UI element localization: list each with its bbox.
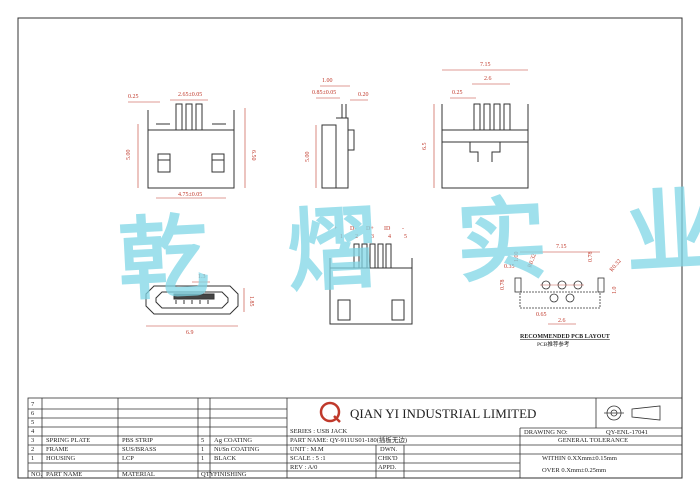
dim-side-w2: 0.85±0.05 [312,90,336,96]
company-logo: Q [319,401,341,423]
title-block [27,397,683,479]
pin-label: D- [350,226,356,232]
bom-header: QTY [201,471,215,478]
tolerance-2: OVER 0.Xmm±0.25mm [542,467,606,474]
pcb-dim-h: 2.6 [558,318,566,324]
bom-row-number: 2 [31,446,34,453]
bom-row-number: 6 [31,410,35,417]
dim-rt-total: 7.15 [480,62,491,68]
pcb-dim-c: R0.32 [527,253,538,269]
pin-label: + [334,226,338,232]
pin-label: - [402,226,404,232]
bom-cell: 1 [201,455,204,462]
dim-rt-pitch: 0.25 [452,90,463,96]
dim-rt-height: 6.5 [422,143,428,151]
drawing-no: QY-ENL-17041 [606,429,648,436]
pcb-dim-f: 0.78 [500,280,506,291]
bom-row-number: 1 [31,455,34,462]
bom-row-number: 5 [31,419,34,426]
bom-cell: LCP [122,455,134,462]
dim-top-left-pitch: 0.25 [128,94,139,100]
dim-left-height: 5.00 [126,150,132,161]
dim-face-total: 6.9 [186,330,194,336]
pcb-layout-view [514,277,605,309]
bom-cell: SPRING PLATE [46,437,90,444]
bom-cell: Ag COATING [214,437,252,444]
bom-cell: SUS/BRASS [122,446,157,453]
bom-cell: Ni/Sn COATING [214,446,260,453]
dim-bottom-width: 4.75±0.05 [178,192,202,198]
rev: REV : A/0 [290,464,317,471]
tolerance-title: GENERAL TOLERANCE [558,437,628,444]
bom-header: MATERIAL [122,471,155,478]
pin-number: 1 [340,234,343,240]
bom-cell: BLACK [214,455,236,462]
scale: SCALE : 5 :1 [290,455,326,462]
pcb-title: RECOMMENDED PCB LAYOUT [520,334,610,340]
drawing-no-label: DRAWING NO: [524,429,568,436]
part-name: PART NAME: QY-911US01-180(插板无边) [290,435,407,444]
dim-side-height: 5.00 [305,152,311,163]
dim-side-w3: 0.20 [358,92,369,98]
dim-top-pitch: 2.65±0.05 [178,92,202,98]
dim-rt-inner: 2.6 [484,76,492,82]
pcb-dim-g: 0.65 [536,312,547,318]
bom-cell: 5 [201,437,204,444]
pcb-subtitle: PCB推荐参考 [537,340,570,348]
unit: UNIT : M.M [290,446,324,453]
pin-number: 2 [355,234,358,240]
bom-row-number: 4 [31,428,35,435]
pcb-dim-total: 7.15 [556,244,567,250]
bom-row-number: 7 [31,401,35,408]
pin-labels: + D- D+ ID - 1 2 3 4 5 [334,226,407,240]
projection-symbol-icon [604,405,661,421]
dim-face-h: 1.85 [248,296,254,307]
chkd-label: CHK'D [378,455,398,462]
pcb-dim-d: 0.78 [588,252,594,263]
company-name: QIAN YI INDUSTRIAL LIMITED [350,406,536,421]
pcb-dim-i: 1.0 [612,287,618,295]
pin-label: D+ [366,226,374,232]
pinout-view [329,243,413,325]
bom-cell: HOUSING [46,455,76,462]
tolerance-1: WITHIN 0.XXmm±0.15mm [542,455,617,462]
front-view [147,103,235,189]
socket-face-view [145,285,239,315]
side-view [321,104,355,189]
pin-number: 4 [388,234,391,240]
series: SERIES : USB JACK [290,428,348,435]
dim-right-height: 6.50 [250,150,256,161]
bom-row-number: 3 [31,437,34,444]
dim-side-w1: 1.00 [322,78,333,84]
pcb-dim-a: 0.35 [504,264,515,270]
dwn-label: DWN. [380,446,398,453]
bom-cell: PBS STRIP [122,437,153,444]
bom-cell: FRAME [46,446,68,453]
bom-table: 7 6 5 4 3 SPRING PLATE PBS STRIP 5 Ag COATING 2 FR… [31,401,260,478]
pcb-dim-b: 1.00 [514,252,520,263]
dim-face-w: 1.3 [198,274,206,280]
bom-header: FINISHING [214,471,247,478]
rear-view [441,103,529,189]
pin-number: 3 [371,234,374,240]
logo-letter: Q [326,415,327,417]
bom-header: PART NAME [46,471,82,478]
pin-number: 5 [404,234,407,240]
bom-header: NO. [31,471,42,478]
appd-label: APPD. [378,464,397,471]
bom-cell: 1 [201,446,204,453]
pin-label: ID [384,226,391,232]
